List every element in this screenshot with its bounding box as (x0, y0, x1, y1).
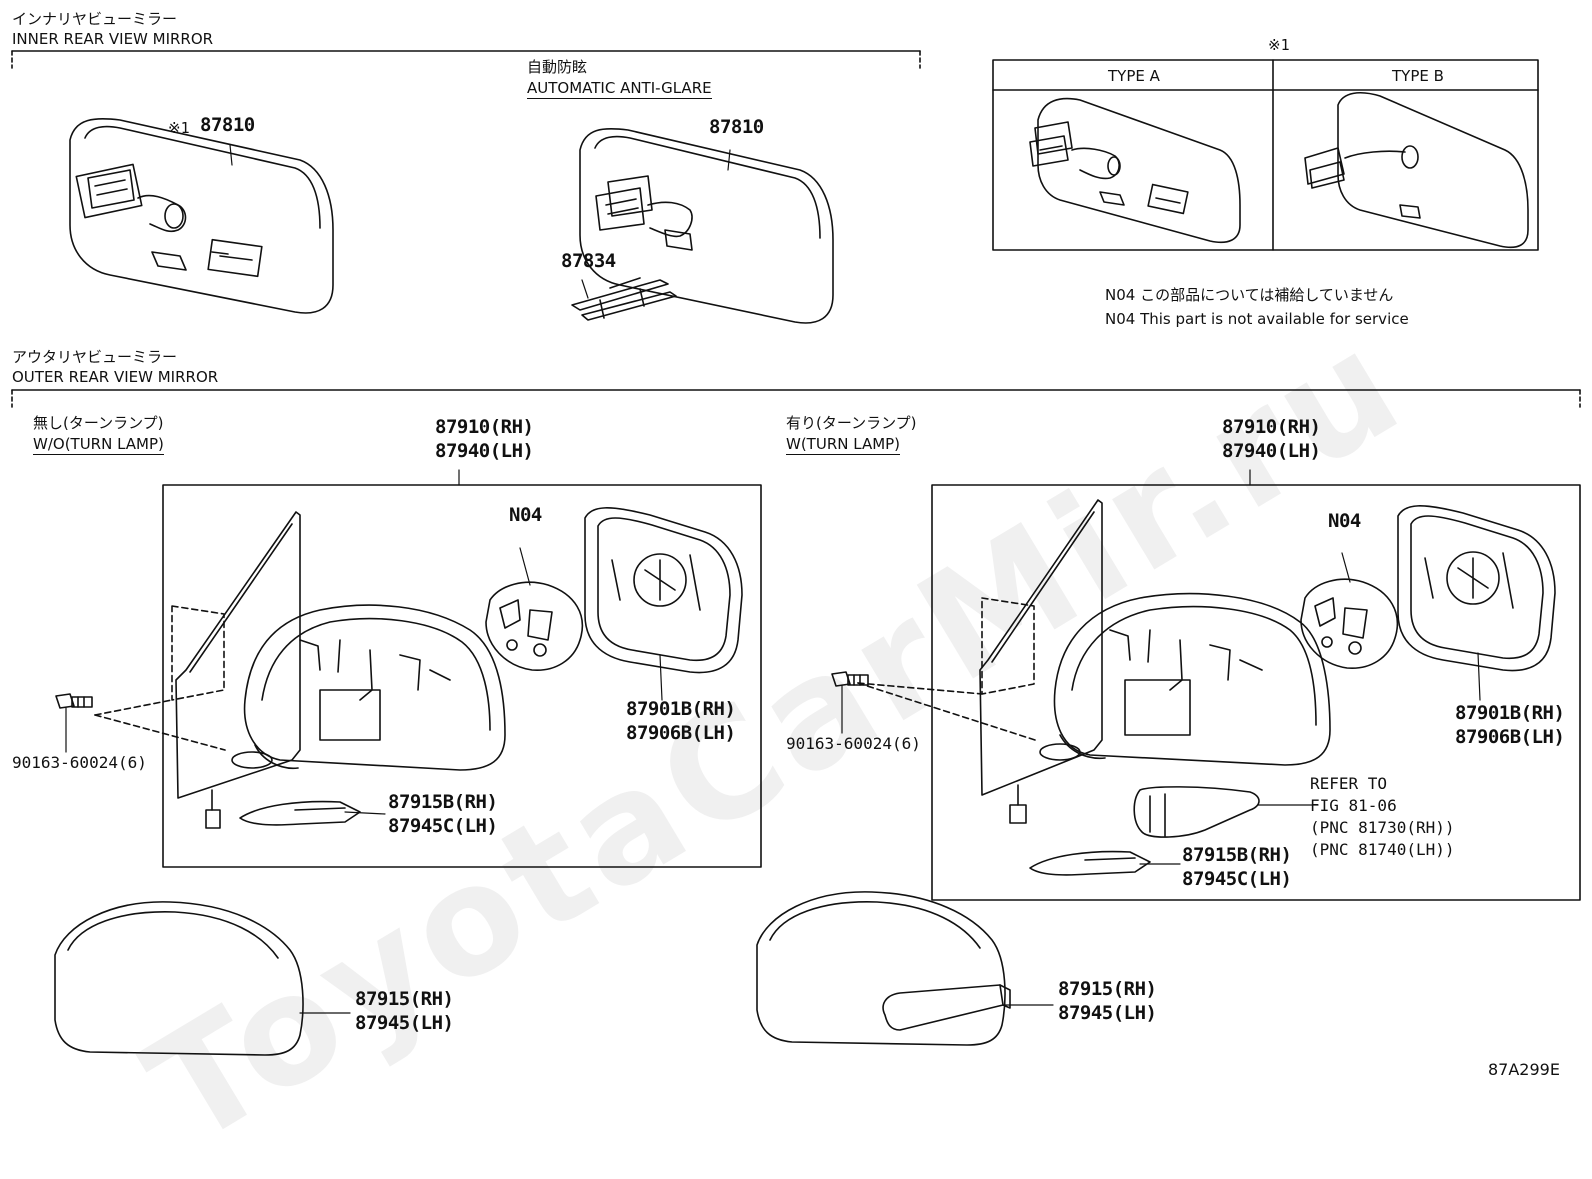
inner-title-jp: インナリヤビューミラー (12, 10, 178, 28)
part-number-cap-lh-right: 87945(LH) (1058, 1002, 1157, 1024)
bolt-right-drawing (831, 671, 869, 734)
refer-line-3: (PNC 81730(RH)) (1310, 818, 1455, 837)
part-number-glass-rh-right: 87901B(RH) (1455, 702, 1565, 724)
part-number-assy-rh-left: 87910(RH) (435, 416, 534, 438)
inner-mirror-standard-drawing (69, 117, 334, 314)
inner-mirror-antiglare-drawing (571, 127, 834, 324)
part-number-cover-lh-right: 87945C(LH) (1182, 868, 1292, 890)
part-number-glass-rh-left: 87901B(RH) (626, 698, 736, 720)
inner-section-bracket (11, 50, 921, 69)
outer-section-bracket (11, 389, 1581, 408)
part-number-bolt-right: 90163-60024(6) (786, 734, 921, 753)
wire-harness-drawing (571, 277, 677, 321)
inner-title-en: INNER REAR VIEW MIRROR (12, 30, 214, 48)
figure-code: 87A299E (1488, 1060, 1560, 1079)
outer-title-en: OUTER REAR VIEW MIRROR (12, 368, 219, 386)
part-number-cap-rh-left: 87915(RH) (355, 988, 454, 1010)
type-box-drawing (992, 59, 1539, 251)
part-number-assy-lh-right: 87940(LH) (1222, 440, 1321, 462)
part-number-inner-standard: 87810 (200, 114, 255, 136)
variant-with-turn-lamp-jp: 有り(ターンランプ) (786, 414, 917, 432)
type-b-label: TYPE B (1392, 67, 1444, 85)
refer-line-4: (PNC 81740(LH)) (1310, 840, 1455, 859)
part-number-bolt-left: 90163-60024(6) (12, 753, 147, 772)
outer-right-box-drawing (857, 469, 1581, 901)
refer-line-2: FIG 81-06 (1310, 796, 1397, 815)
bolt-left-drawing (55, 693, 93, 753)
part-number-assy-rh-right: 87910(RH) (1222, 416, 1321, 438)
part-number-inner-antiglare: 87810 (709, 116, 764, 138)
anti-glare-label-jp: 自動防眩 (527, 58, 588, 76)
refer-line-1: REFER TO (1310, 774, 1388, 793)
note-en: N04 This part is not available for servi… (1105, 310, 1409, 328)
part-number-glass-lh-left: 87906B(LH) (626, 722, 736, 744)
variant-without-turn-lamp-en: W/O(TURN LAMP) (33, 435, 164, 455)
n04-label-right: N04 (1328, 510, 1361, 532)
outer-title-jp: アウタリヤビューミラー (12, 348, 178, 366)
type-a-label: TYPE A (1108, 67, 1160, 85)
diagram-drawing (11, 50, 1581, 1056)
anti-glare-label-en: AUTOMATIC ANTI-GLARE (527, 79, 712, 99)
variant-without-turn-lamp-jp: 無し(ターンランプ) (33, 414, 164, 432)
part-number-cover-lh-left: 87945C(LH) (388, 815, 498, 837)
part-number-cap-rh-right: 87915(RH) (1058, 978, 1157, 1000)
part-number-cap-lh-left: 87945(LH) (355, 1012, 454, 1034)
cover-cap-right-drawing (756, 891, 1054, 1046)
cover-cap-left-drawing (54, 901, 351, 1056)
variant-with-turn-lamp-en: W(TURN LAMP) (786, 435, 901, 455)
part-number-glass-lh-right: 87906B(LH) (1455, 726, 1565, 748)
part-number-cover-rh-left: 87915B(RH) (388, 791, 498, 813)
type-ref-marker: ※1 (168, 119, 190, 137)
part-number-cover-rh-right: 87915B(RH) (1182, 844, 1292, 866)
n04-label-left: N04 (509, 504, 542, 526)
type-box-ref: ※1 (1268, 36, 1290, 54)
part-number-assy-lh-left: 87940(LH) (435, 440, 534, 462)
part-number-wire-harness: 87834 (561, 250, 616, 272)
outer-left-box-drawing (94, 469, 762, 868)
note-jp: N04 この部品については補給していません (1105, 286, 1394, 304)
